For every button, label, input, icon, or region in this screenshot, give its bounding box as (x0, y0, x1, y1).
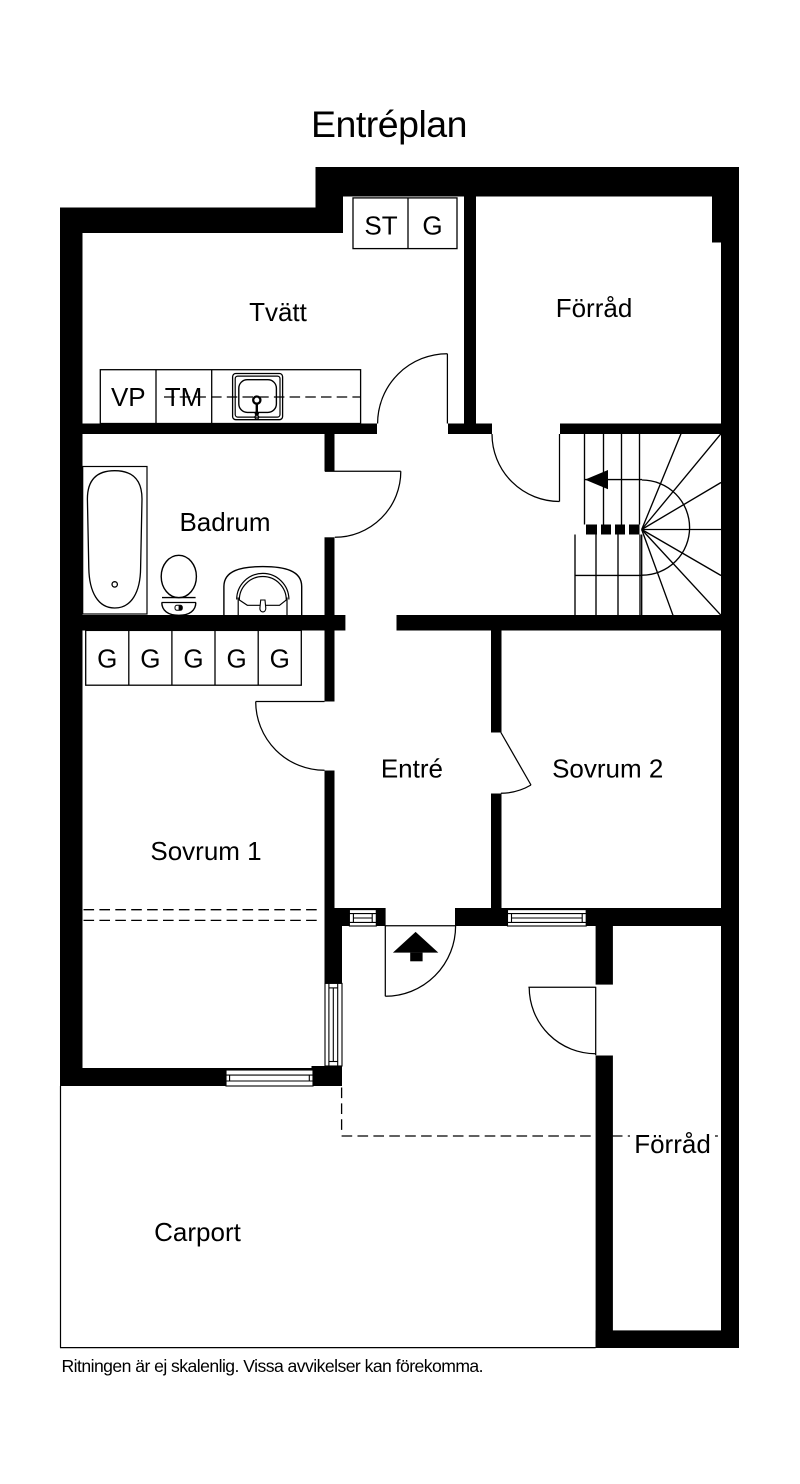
svg-text:Badrum: Badrum (179, 507, 270, 537)
svg-text:Ritningen är ej skalenlig. Vis: Ritningen är ej skalenlig. Vissa avvikel… (62, 1356, 484, 1376)
svg-text:ST: ST (364, 211, 397, 241)
svg-text:Entré: Entré (381, 754, 443, 784)
svg-text:G: G (226, 644, 246, 674)
svg-text:TM: TM (165, 382, 203, 412)
svg-text:Tvätt: Tvätt (249, 297, 308, 327)
svg-text:Sovrum 2: Sovrum 2 (552, 754, 663, 784)
svg-text:Förråd: Förråd (634, 1129, 711, 1159)
svg-text:G: G (97, 644, 117, 674)
svg-text:G: G (140, 644, 160, 674)
svg-text:G: G (270, 644, 290, 674)
svg-text:Entréplan: Entréplan (311, 103, 467, 145)
svg-text:G: G (183, 644, 203, 674)
svg-text:Sovrum 1: Sovrum 1 (150, 836, 261, 866)
svg-text:Förråd: Förråd (556, 293, 633, 323)
svg-text:G: G (422, 211, 442, 241)
svg-text:Carport: Carport (154, 1217, 241, 1247)
svg-text:VP: VP (111, 382, 146, 412)
